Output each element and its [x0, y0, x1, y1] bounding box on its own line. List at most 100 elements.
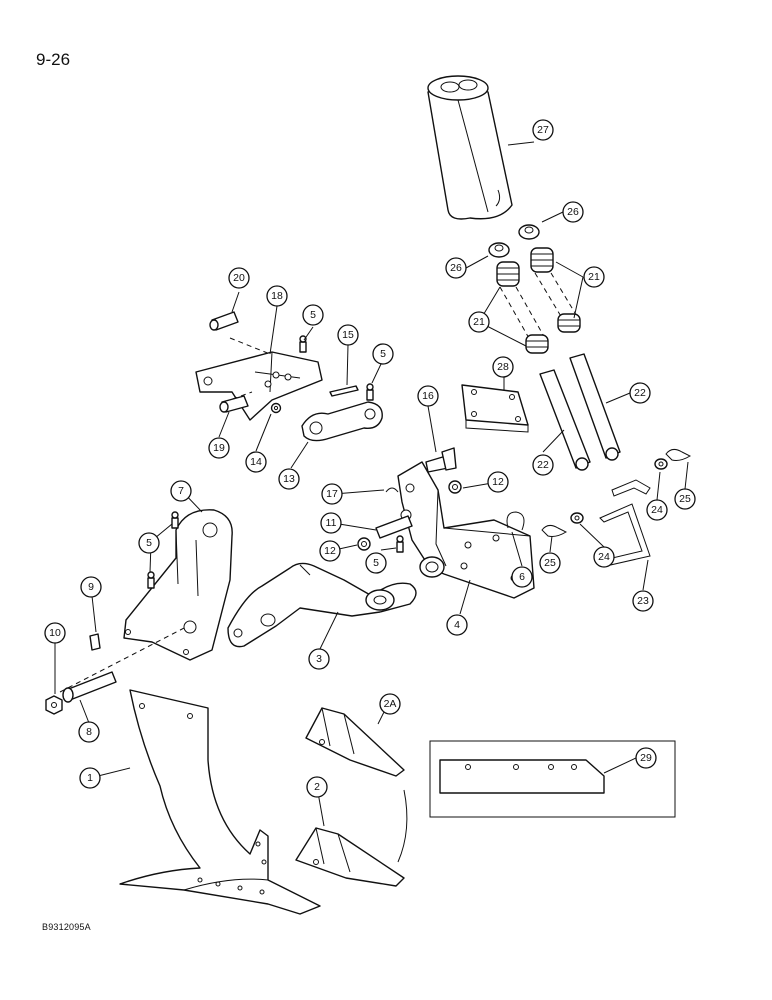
part-19-pin — [219, 395, 249, 413]
part-13-arm — [301, 401, 383, 442]
part-22-bar — [539, 353, 621, 471]
callout-18: 18 — [266, 285, 288, 307]
callout-label: 23 — [637, 595, 649, 607]
part-21-spring — [496, 247, 581, 354]
callout-27: 27 — [532, 119, 554, 141]
callout-22: 22 — [532, 454, 554, 476]
callout-label: 21 — [588, 271, 600, 283]
callout-4: 4 — [446, 614, 468, 636]
part-8-bolt — [62, 671, 117, 703]
callout-label: 28 — [497, 361, 509, 373]
callout-label: 2A — [384, 698, 397, 710]
part-5-fitting — [396, 535, 404, 553]
callout-label: 22 — [634, 387, 646, 399]
wear-strip-curve — [397, 789, 408, 863]
callout-label: 1 — [87, 772, 93, 784]
callout-label: 3 — [316, 653, 322, 665]
callout-14: 14 — [245, 451, 267, 473]
part-24-washer — [570, 458, 668, 524]
callout-11: 11 — [320, 512, 342, 534]
callout-label: 25 — [679, 493, 691, 505]
part-1-shank — [119, 689, 321, 915]
callout-label: 26 — [450, 262, 462, 274]
callout-24: 24 — [646, 499, 668, 521]
callout-label: 12 — [492, 476, 504, 488]
callout-12: 12 — [319, 540, 341, 562]
callout-label: 5 — [146, 537, 152, 549]
callout-15: 15 — [337, 324, 359, 346]
callout-label: 4 — [454, 619, 460, 631]
callout-label: 18 — [271, 290, 283, 302]
callout-26: 26 — [562, 201, 584, 223]
part-10-nut — [45, 695, 63, 715]
part-16-bolt — [425, 447, 457, 473]
callout-label: 15 — [342, 329, 354, 341]
part-12-washer — [357, 480, 462, 551]
figure-code: B9312095A — [42, 922, 91, 932]
callout-19: 19 — [208, 437, 230, 459]
part-25-cotter-pin — [541, 448, 692, 537]
part-15-key — [329, 385, 359, 397]
callout-2a: 2A — [379, 693, 401, 715]
part-2-point — [295, 827, 405, 887]
callout-label: 8 — [86, 726, 92, 738]
callout-label: 13 — [283, 473, 295, 485]
callout-5: 5 — [372, 343, 394, 365]
callout-label: 9 — [88, 581, 94, 593]
callout-21: 21 — [468, 311, 490, 333]
callout-23: 23 — [632, 590, 654, 612]
part-4-weldment — [397, 461, 535, 599]
callout-3: 3 — [308, 648, 330, 670]
callout-13: 13 — [278, 468, 300, 490]
part-2a-point — [305, 707, 405, 777]
page-number: 9-26 — [36, 50, 71, 69]
callout-5: 5 — [302, 304, 324, 326]
callout-label: 21 — [473, 316, 485, 328]
callout-label: 11 — [326, 517, 337, 529]
callout-label: 6 — [519, 571, 525, 583]
callout-label: 7 — [178, 485, 184, 497]
callout-label: 5 — [380, 348, 386, 360]
callout-29: 29 — [635, 747, 657, 769]
callout-5: 5 — [138, 532, 160, 554]
callout-17: 17 — [321, 483, 343, 505]
part-3-beam — [227, 562, 417, 648]
callout-label: 17 — [326, 488, 338, 500]
part-6-snap-ring — [506, 511, 525, 531]
callout-label: 5 — [373, 557, 379, 569]
callout-label: 24 — [651, 504, 663, 516]
callout-label: 14 — [250, 456, 262, 468]
callout-24: 24 — [593, 546, 615, 568]
part-11-pin — [375, 515, 413, 539]
part-27-tube — [427, 75, 513, 220]
part-7-bracket — [59, 509, 233, 693]
callout-label: 12 — [324, 545, 336, 557]
callout-28: 28 — [492, 356, 514, 378]
callout-8: 8 — [78, 721, 100, 743]
callout-16: 16 — [417, 385, 439, 407]
callout-label: 25 — [544, 557, 556, 569]
callout-1: 1 — [79, 767, 101, 789]
callout-12: 12 — [487, 471, 509, 493]
callout-label: 29 — [640, 752, 652, 764]
callout-label: 22 — [537, 459, 549, 471]
callout-label: 20 — [233, 272, 245, 284]
callout-9: 9 — [80, 576, 102, 598]
callout-25: 25 — [674, 488, 696, 510]
callout-label: 2 — [314, 781, 320, 793]
callout-22: 22 — [629, 382, 651, 404]
callout-label: 10 — [49, 627, 61, 639]
part-28-plate — [461, 384, 529, 433]
callout-label: 26 — [567, 206, 579, 218]
callout-label: 19 — [213, 442, 225, 454]
callout-5: 5 — [365, 552, 387, 574]
callout-label: 5 — [310, 309, 316, 321]
callout-20: 20 — [228, 267, 250, 289]
part-5-fitting — [299, 335, 374, 401]
part-5-fitting — [147, 511, 179, 589]
part-26-cap — [488, 224, 540, 258]
part-14-nut — [270, 402, 282, 414]
callout-2: 2 — [306, 776, 328, 798]
part-17-clip — [385, 487, 399, 493]
